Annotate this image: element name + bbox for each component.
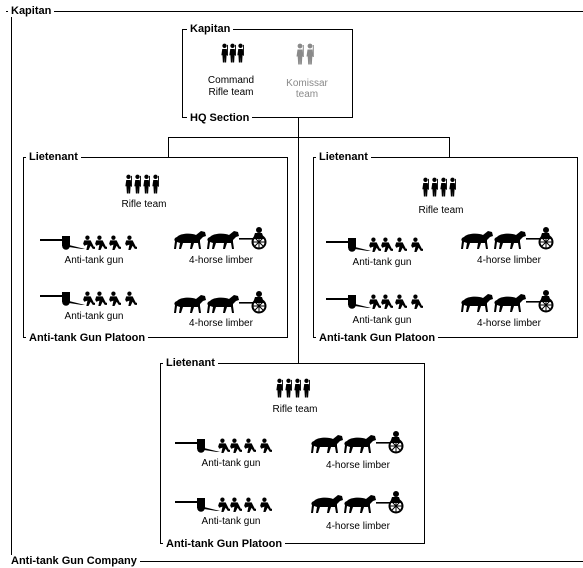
horse-limber-label: 4-horse limber [189, 318, 253, 329]
company-left-line [11, 11, 12, 561]
rifle-team-label: Rifle team [272, 404, 318, 415]
komissar-team-icon [296, 43, 314, 65]
horse-limber-icon [174, 289, 267, 314]
rifle-team-icon [276, 378, 310, 398]
company-top-line [6, 11, 583, 12]
anti-tank-gun-label: Anti-tank gun [352, 257, 412, 268]
horse-limber-label: 4-horse limber [189, 255, 253, 266]
platoon-commander-label: Lietenant [26, 151, 81, 163]
komissar-team-label-1: Komissar [286, 78, 328, 89]
anti-tank-gun-label: Anti-tank gun [201, 516, 261, 527]
command-team-label-1: Command [207, 75, 255, 86]
command-team-label-2: Rifle team [208, 87, 254, 98]
horse-limber-icon [461, 288, 554, 313]
company-name-label: Anti-tank Gun Company [8, 555, 140, 567]
hq-section-box: Kapitan HQ Section Command Rifle team Ko… [182, 23, 353, 124]
anti-tank-gun-icon [326, 294, 423, 309]
horse-limber-icon [174, 225, 267, 250]
anti-tank-gun-label: Anti-tank gun [64, 311, 124, 322]
platoon-box: Lietenant Anti-tank Gun Platoon Rifle te… [160, 357, 425, 550]
komissar-team-label-2: team [295, 89, 319, 100]
platoon-name-label: Anti-tank Gun Platoon [316, 332, 439, 344]
rifle-team-label: Rifle team [418, 205, 464, 216]
hq-name-label: HQ Section [187, 112, 253, 124]
platoon-name-label: Anti-tank Gun Platoon [26, 332, 149, 344]
rifle-team-icon [125, 174, 159, 194]
platoon-commander-label: Lietenant [163, 357, 218, 369]
anti-tank-gun-icon [326, 237, 423, 252]
horse-limber-icon [311, 489, 404, 514]
horse-limber-label: 4-horse limber [477, 255, 541, 266]
anti-tank-gun-icon [40, 235, 137, 250]
horse-limber-icon [461, 225, 554, 250]
connector-horizontal [168, 137, 449, 138]
connector-left [168, 137, 169, 157]
platoon-commander-label: Lietenant [316, 151, 371, 163]
rifle-team-label: Rifle team [121, 199, 167, 210]
horse-limber-icon [311, 429, 404, 454]
command-team-icon [221, 43, 244, 63]
platoon-name-label: Anti-tank Gun Platoon [163, 538, 286, 550]
platoon-box: Lietenant Anti-tank Gun Platoon Rifle te… [313, 151, 578, 344]
connector-right [449, 137, 450, 157]
anti-tank-gun-label: Anti-tank gun [352, 315, 412, 326]
horse-limber-label: 4-horse limber [326, 460, 390, 471]
anti-tank-gun-icon [175, 438, 272, 453]
connector-hq-down [298, 118, 299, 363]
rifle-team-icon [422, 177, 456, 197]
company-bottom-line [11, 561, 583, 562]
anti-tank-gun-label: Anti-tank gun [201, 458, 261, 469]
hq-commander-label: Kapitan [187, 23, 234, 35]
horse-limber-label: 4-horse limber [326, 521, 390, 532]
anti-tank-gun-icon [175, 497, 272, 512]
company-commander-label: Kapitan [8, 5, 55, 17]
platoon-box: Lietenant Anti-tank Gun Platoon Rifle te… [23, 151, 288, 344]
anti-tank-gun-label: Anti-tank gun [64, 255, 124, 266]
anti-tank-gun-icon [40, 291, 137, 306]
horse-limber-label: 4-horse limber [477, 318, 541, 329]
